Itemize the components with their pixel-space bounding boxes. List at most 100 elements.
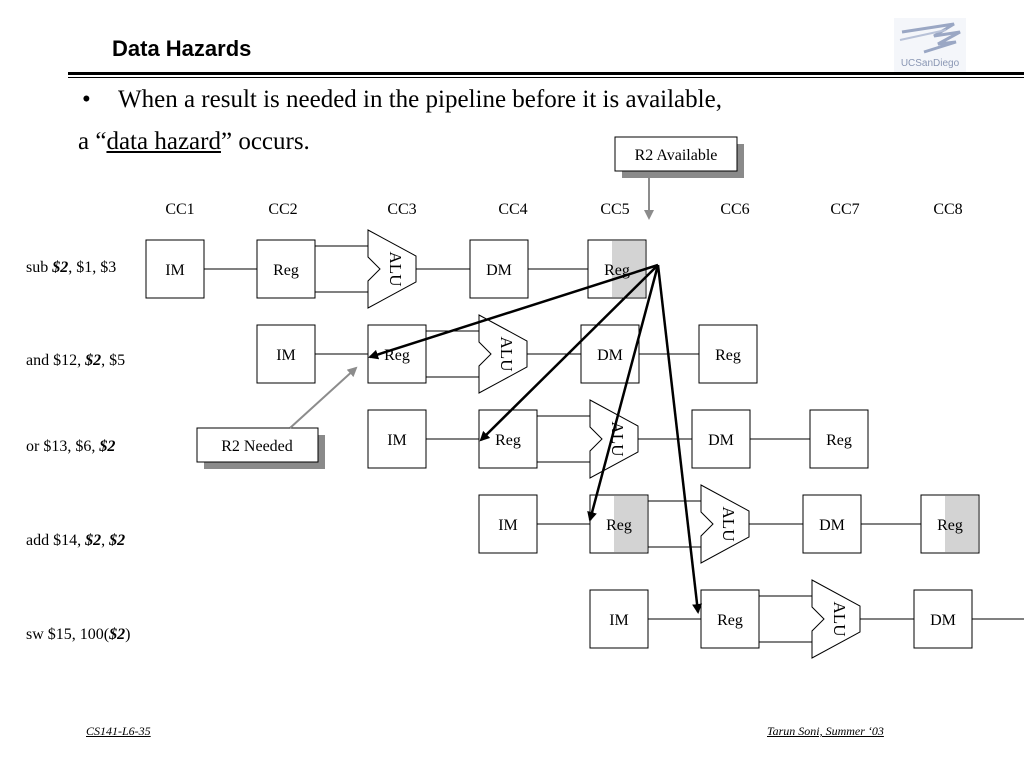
- stage-im: IM: [589, 589, 649, 649]
- stage-im: IM: [478, 494, 538, 554]
- r2-needed-label: R2 Needed: [221, 438, 293, 455]
- instruction-label-sub: sub $2, $1, $3: [26, 259, 117, 276]
- stage-im: IM: [367, 409, 427, 469]
- title-rule-thin: [68, 77, 1024, 78]
- pipeline-row-5: IM Reg ALU DM: [589, 579, 1024, 659]
- cc-label-4: CC4: [498, 201, 527, 218]
- bullet-line: •When a result is needed in the pipeline…: [82, 86, 722, 114]
- stage-reg-write: Reg: [698, 324, 758, 384]
- stage-reg-write-box: [809, 409, 869, 469]
- alu-shape: [478, 314, 528, 394]
- stage-alu: ALU: [700, 484, 750, 564]
- stage-im-label: IM: [165, 262, 185, 279]
- cc-label-7: CC7: [830, 201, 859, 218]
- stage-reg-write: Reg: [587, 239, 647, 299]
- stage-dm: DM: [913, 589, 973, 649]
- stage-dm-box: [802, 494, 862, 554]
- stage-reg-read-box: [700, 589, 760, 649]
- stage-dm-box: [913, 589, 973, 649]
- stage-reg-write-shading: [945, 496, 978, 552]
- slide-title: Data Hazards: [112, 36, 252, 61]
- stage-reg-read-outline: [589, 494, 649, 554]
- stage-dm: DM: [469, 239, 529, 299]
- footer-slide-id[interactable]: CS141-L6-35: [86, 724, 151, 738]
- bullet-icon: •: [82, 86, 91, 113]
- pipeline-row-4: IM Reg ALU DM Reg: [478, 484, 980, 564]
- pipeline-row-1: IM Reg ALU DM Reg: [145, 229, 647, 309]
- stage-im-box: [589, 589, 649, 649]
- logo-text: UCSanDiego: [901, 58, 960, 69]
- instruction-label-and: and $12, $2, $5: [26, 352, 126, 369]
- r2-available-label: R2 Available: [635, 147, 718, 164]
- alu-label: ALU: [830, 602, 849, 637]
- stage-im-label: IM: [387, 432, 407, 449]
- data-hazard-link[interactable]: data hazard: [106, 128, 221, 155]
- stage-reg-write-label: Reg: [826, 432, 852, 449]
- stage-reg-read: Reg: [589, 494, 649, 554]
- stage-reg-read-label: Reg: [495, 432, 521, 449]
- stage-im-label: IM: [498, 517, 518, 534]
- cc-label-5: CC5: [600, 201, 629, 218]
- instruction-label-sw: sw $15, 100($2): [26, 626, 131, 643]
- stage-reg-write: Reg: [920, 494, 980, 554]
- stage-reg-write: Reg: [809, 409, 869, 469]
- ucsd-logo: UCSanDiego: [894, 18, 966, 72]
- stage-dm-label: DM: [597, 347, 623, 364]
- stage-im: IM: [256, 324, 316, 384]
- stage-reg-write-shading: [612, 241, 645, 297]
- title-rule-thick: [68, 72, 1024, 75]
- stage-alu: ALU: [367, 229, 417, 309]
- r2-available-callout: R2 Available: [614, 136, 744, 220]
- hazard-line-prefix: a “: [78, 128, 107, 155]
- stage-dm-label: DM: [486, 262, 512, 279]
- cc-label-1: CC1: [165, 201, 194, 218]
- stage-reg-read-label: Reg: [606, 517, 632, 534]
- instruction-label-add: add $14, $2, $2: [26, 532, 126, 549]
- stage-im-box: [478, 494, 538, 554]
- stage-reg-read: Reg: [256, 239, 316, 299]
- stage-dm: DM: [802, 494, 862, 554]
- hazard-line: a “data hazard” occurs.: [78, 128, 310, 156]
- alu-shape: [700, 484, 750, 564]
- stage-reg-write-outline: [920, 494, 980, 554]
- dependency-arrow-sw: [656, 264, 703, 614]
- dependency-arrow-and: [368, 263, 659, 360]
- stage-alu: ALU: [811, 579, 861, 659]
- stage-reg-write-label: Reg: [937, 517, 963, 534]
- stage-dm-label: DM: [708, 432, 734, 449]
- stage-alu: ALU: [589, 399, 639, 479]
- alu-shape: [811, 579, 861, 659]
- alu-label: ALU: [497, 337, 516, 372]
- dependency-arrow-add: [587, 264, 660, 522]
- r2-needed-callout: R2 Needed: [196, 366, 358, 469]
- stage-im-box: [367, 409, 427, 469]
- stage-reg-write-box: [698, 324, 758, 384]
- stage-reg-read-shading: [614, 496, 647, 552]
- cc-label-3: CC3: [387, 201, 416, 218]
- needed-arrow: [289, 366, 358, 429]
- stage-alu: ALU: [478, 314, 528, 394]
- stage-dm-label: DM: [819, 517, 845, 534]
- stage-im-box: [256, 324, 316, 384]
- dependency-arrows: [368, 263, 703, 614]
- stage-dm-label: DM: [930, 612, 956, 629]
- stage-reg-read-label: Reg: [273, 262, 299, 279]
- stage-dm-box: [469, 239, 529, 299]
- alu-label: ALU: [386, 252, 405, 287]
- cc-label-8: CC8: [933, 201, 962, 218]
- stage-im-label: IM: [276, 347, 296, 364]
- stage-reg-read: Reg: [478, 409, 538, 469]
- footer-author[interactable]: Tarun Soni, Summer ‘03: [767, 724, 884, 738]
- stage-im-box: [145, 239, 205, 299]
- callout-box: [196, 427, 319, 463]
- stage-im-label: IM: [609, 612, 629, 629]
- stage-reg-read-label: Reg: [717, 612, 743, 629]
- cc-label-2: CC2: [268, 201, 297, 218]
- stage-dm-box: [691, 409, 751, 469]
- alu-label: ALU: [719, 507, 738, 542]
- stage-reg-write-label: Reg: [715, 347, 741, 364]
- stage-dm: DM: [691, 409, 751, 469]
